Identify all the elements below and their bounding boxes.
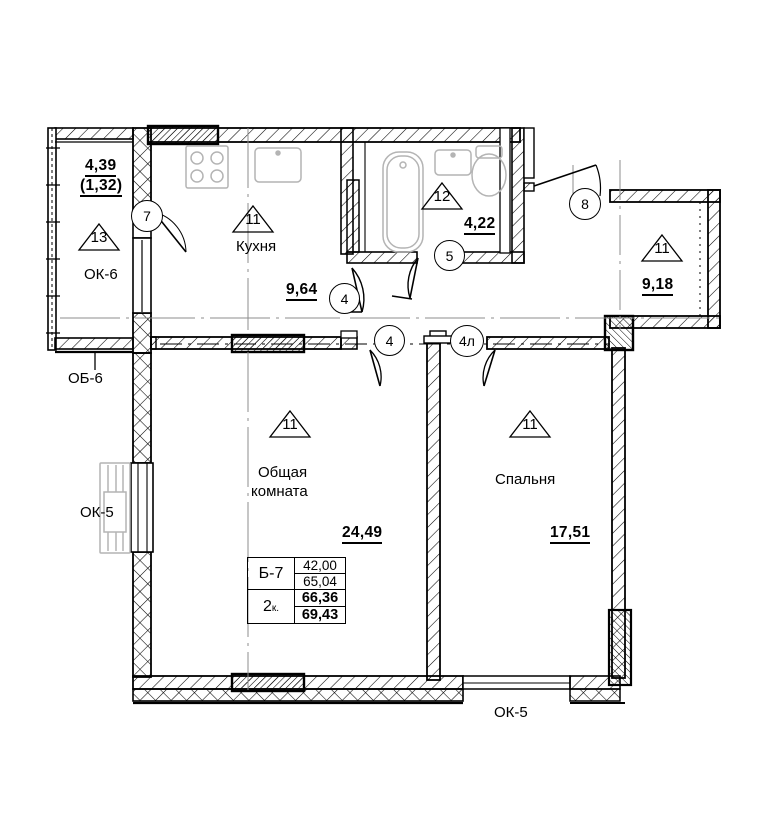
room-area-balcony-right: 9,18 [642, 276, 674, 296]
room-name-living-line1: Общая [258, 464, 308, 481]
room-name-living-line2: комната [251, 483, 308, 500]
window-code-ok5-bottom: ОК-5 [494, 704, 528, 721]
door-swings [153, 164, 602, 387]
room-area-living: 24,49 [342, 524, 383, 544]
apartment-rooms-count: 2к. [247, 589, 295, 624]
room-area-bathroom: 4,22 [464, 215, 496, 235]
ceiling-marker-13: 13 [77, 222, 121, 252]
window-code-ob6: ОБ-6 [68, 370, 103, 387]
window-code-ok6: ОК-6 [84, 266, 118, 283]
ceiling-marker-bathroom: 12 [420, 181, 464, 211]
door-marker-8-entry: 8 [569, 188, 601, 220]
door-marker-4-living: 4 [374, 325, 405, 356]
door-marker-4-kitchen: 4 [329, 283, 360, 314]
room-area-bedroom: 17,51 [550, 524, 591, 544]
apartment-area-bold-2: 69,43 [294, 606, 346, 624]
ceiling-marker-bedroom: 11 [508, 409, 552, 439]
door-marker-5-bathroom: 5 [434, 240, 465, 271]
apartment-area-total-no-balcony: 65,04 [294, 573, 346, 590]
ceiling-marker-balcony-right: 11 [640, 233, 684, 263]
apartment-area-living: 42,00 [294, 557, 346, 574]
structural-walls [46, 124, 721, 705]
ceiling-marker-kitchen: 11 [231, 204, 275, 234]
apartment-area-bold-1: 66,36 [294, 589, 346, 607]
apartment-summary-table: Б-7 42,00 65,04 2к. 66,36 69,43 [247, 557, 346, 624]
ceiling-marker-living: 11 [268, 409, 312, 439]
balcony-left-area: 4,39 [85, 157, 117, 177]
room-area-kitchen: 9,64 [286, 281, 318, 301]
door-marker-4l-bedroom: 4л [450, 325, 484, 357]
apartment-type: Б-7 [247, 557, 295, 590]
window-code-ok5-left: ОК-5 [80, 504, 114, 521]
room-name-kitchen: Кухня [236, 238, 277, 255]
room-name-bedroom: Спальня [495, 471, 556, 488]
balcony-left-area-secondary: (1,32) [80, 177, 123, 197]
fixtures [99, 145, 507, 554]
door-marker-7: 7 [131, 200, 163, 232]
